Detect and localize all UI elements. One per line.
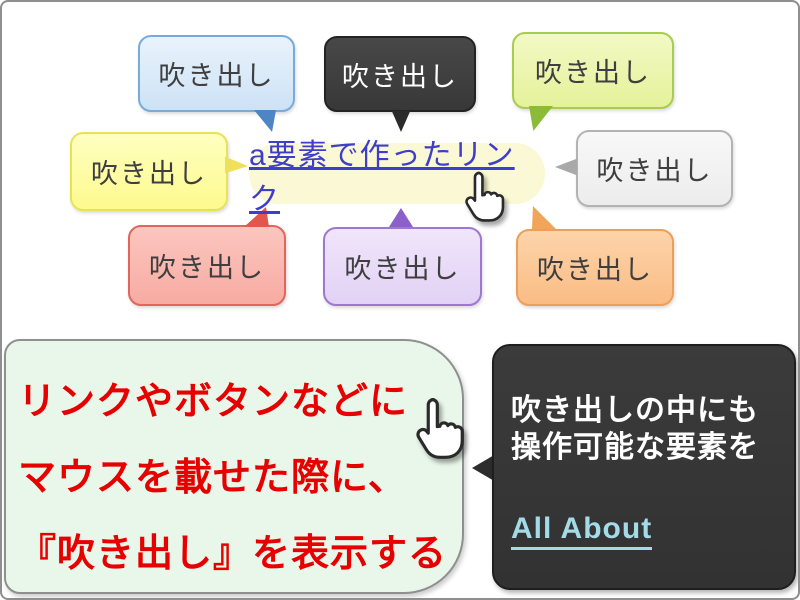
bubble-label: 吹き出し (596, 156, 713, 186)
caption-bubble-green: リンクやボタンなどに マウスを載せた際に、 『吹き出し』を表示する (4, 339, 464, 594)
all-about-link[interactable]: All About (511, 512, 653, 550)
bubble-label: 吹き出し (149, 253, 265, 283)
caption-bubble-dark: 吹き出しの中にも 操作可能な要素を All About (492, 344, 796, 590)
tooltip-bubble-yellow: 吹き出し (70, 132, 228, 211)
bubble-tail-dark-caption (472, 455, 494, 481)
tooltip-bubble-yellow-green: 吹き出し (512, 32, 674, 109)
tooltip-bubble-dark: 吹き出し (324, 36, 476, 112)
caption-line: リンクやボタンなどに (18, 381, 409, 423)
bubble-tail-yellow (225, 156, 248, 174)
tooltip-bubble-red: 吹き出し (128, 225, 286, 306)
hand-pointer-icon (408, 396, 468, 464)
caption-line: 操作可能な要素を (511, 431, 759, 464)
bubble-label: 吹き出し (537, 255, 653, 285)
tooltip-bubble-blue: 吹き出し (138, 35, 295, 112)
bubble-label: 吹き出し (91, 159, 207, 189)
bubble-label: 吹き出し (342, 61, 458, 92)
caption-line: マウスを載せた際に、 (18, 457, 407, 499)
bubble-label: 吹き出し (344, 254, 461, 284)
bubble-label: 吹き出し (535, 58, 651, 88)
tooltip-bubble-orange: 吹き出し (516, 229, 674, 306)
caption-line: 吹き出しの中にも (511, 394, 759, 427)
tooltip-bubble-purple: 吹き出し (323, 227, 482, 306)
bubble-tail-yellow-green (529, 106, 553, 131)
demo-link[interactable]: a要素で作ったリンク (249, 138, 515, 216)
hand-pointer-icon (458, 170, 508, 226)
bubble-label: 吹き出し (158, 61, 275, 91)
tooltip-bubble-gray: 吹き出し (576, 130, 733, 207)
caption-line: 『吹き出し』を表示する (18, 533, 448, 575)
bubble-tail-gray (555, 158, 577, 176)
